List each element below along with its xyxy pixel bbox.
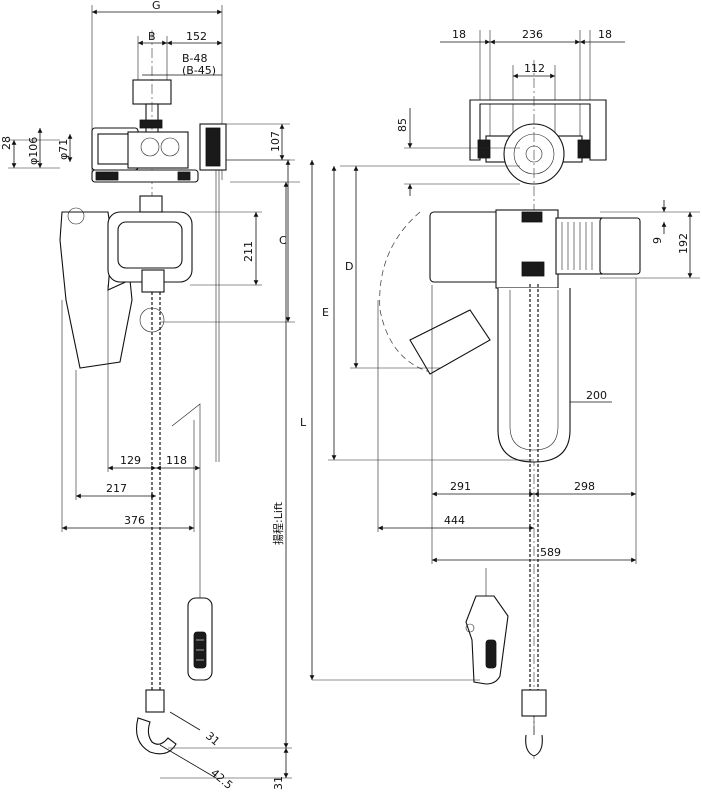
dim-129: 129 [120, 454, 141, 467]
dim-C: C [279, 234, 287, 247]
dim-D: D [345, 260, 353, 273]
dim-85: 85 [396, 118, 409, 132]
dim-28: 28 [0, 136, 13, 150]
dim-211: 211 [242, 241, 255, 262]
dim-107: 107 [269, 131, 282, 152]
dim-lift: 揚程:Lift [272, 501, 285, 545]
dim-192: 192 [677, 233, 690, 254]
dim-298: 298 [574, 480, 595, 493]
dim-291: 291 [450, 480, 471, 493]
dim-b-48: B-48 [182, 52, 208, 65]
dim-31a: 31 [203, 729, 222, 748]
dim-E: E [322, 306, 329, 319]
dim-18b: 18 [598, 28, 612, 41]
dim-42-5: 42.5 [208, 766, 235, 792]
dim-200: 200 [586, 389, 607, 402]
dim-18a: 18 [452, 28, 466, 41]
dim-phi106: φ106 [27, 137, 40, 165]
front-view: 18 236 18 112 85 [312, 28, 700, 760]
dim-G: G [152, 0, 161, 12]
dim-444: 444 [444, 514, 465, 527]
dim-L: L [300, 416, 307, 429]
dim-b-45: (B-45) [182, 64, 216, 77]
dim-31b: 31 [272, 776, 285, 790]
dim-9: 9 [651, 237, 664, 244]
dim-118: 118 [166, 454, 187, 467]
dim-152: 152 [186, 30, 207, 43]
dim-376: 376 [124, 514, 145, 527]
dim-217: 217 [106, 482, 127, 495]
dim-589: 589 [540, 546, 561, 559]
dim-112: 112 [524, 62, 545, 75]
side-view: G B 152 B-48 (B-45) 28 φ106 φ71 [0, 0, 315, 792]
dim-236: 236 [522, 28, 543, 41]
dim-phi71: φ71 [57, 139, 70, 160]
